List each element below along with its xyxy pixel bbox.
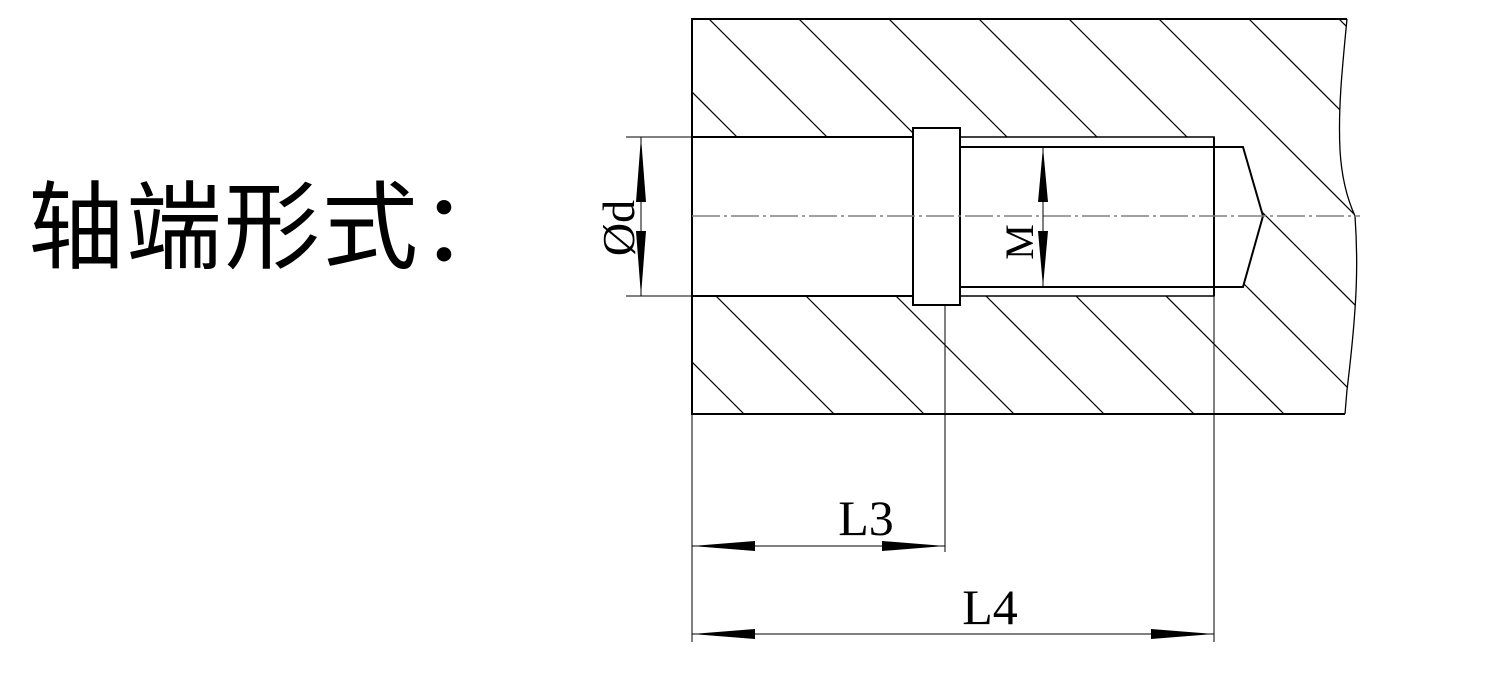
arrow-l3-left (692, 541, 755, 551)
hatch-line (1049, 19, 1357, 414)
threaded-end (959, 146, 1265, 288)
arrow-l4-right (1151, 629, 1214, 639)
break-line (1338, 18, 1358, 415)
arrow-diameter-bottom (636, 231, 646, 296)
diameter-label: Ød (593, 200, 644, 256)
arrow-l4-left (692, 629, 755, 639)
arrow-diameter-top (636, 137, 646, 202)
hatch-line (1139, 19, 1357, 414)
hatch-line (692, 19, 871, 414)
hatch-line (1319, 19, 1357, 414)
hatch-line (692, 19, 781, 414)
shaft-end-form-title: 轴端形式： (28, 172, 518, 284)
l4-label: L4 (962, 579, 1018, 635)
hatch-line (1229, 19, 1357, 414)
arrow-l3-right (882, 541, 945, 551)
arrow-thread-bottom (1038, 231, 1048, 287)
arrow-thread-top (1038, 147, 1048, 202)
thread-label: M (997, 224, 1042, 260)
l3-label: L3 (838, 490, 894, 546)
